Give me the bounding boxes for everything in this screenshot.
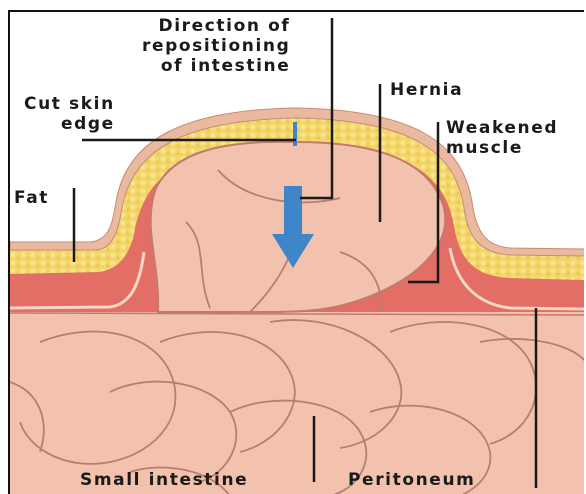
cut-skin-marker (293, 122, 297, 146)
label-fat-text: Fat (14, 188, 49, 208)
label-fat: Fat (14, 188, 49, 208)
label-weakened-muscle: Weakened muscle (446, 118, 558, 158)
hernia-illustration (10, 12, 584, 494)
label-small-intestine-text: Small intestine (80, 470, 248, 490)
label-direction-line-2: repositioning (142, 36, 290, 56)
diagram-frame: Direction of repositioning of intestine … (8, 10, 584, 494)
label-weakened-line-2: muscle (446, 138, 558, 158)
label-hernia-text: Hernia (390, 80, 463, 100)
label-peritoneum-text: Peritoneum (348, 470, 475, 490)
label-weakened-line-1: Weakened (446, 118, 558, 138)
label-direction: Direction of repositioning of intestine (142, 16, 290, 76)
label-cut-skin-line-1: Cut skin (24, 94, 115, 114)
label-peritoneum: Peritoneum (348, 470, 475, 490)
label-cut-skin-line-2: edge (24, 114, 115, 134)
label-small-intestine: Small intestine (80, 470, 248, 490)
label-direction-line-3: of intestine (142, 56, 290, 76)
label-cut-skin: Cut skin edge (24, 94, 115, 134)
label-direction-line-1: Direction of (142, 16, 290, 36)
label-hernia: Hernia (390, 80, 463, 100)
